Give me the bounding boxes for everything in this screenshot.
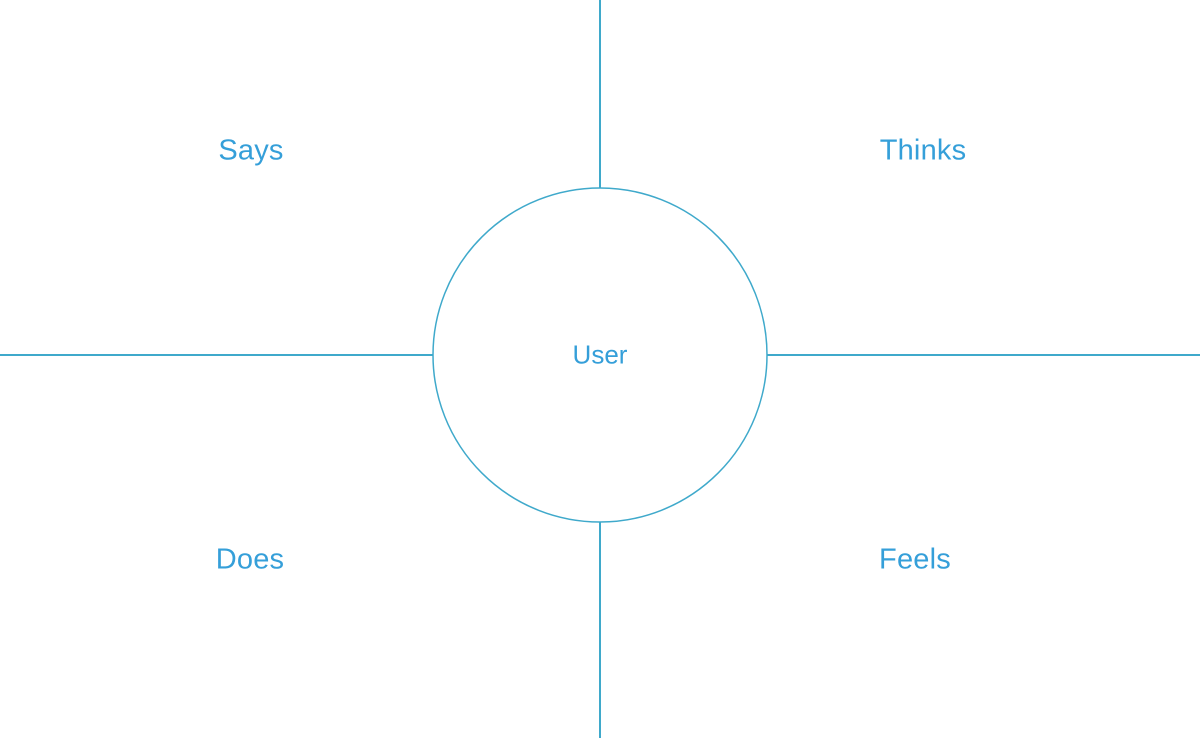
center-circle-label: User: [572, 339, 628, 370]
quadrant-label-feels: Feels: [879, 543, 951, 576]
quadrant-label-says: Says: [218, 134, 284, 167]
quadrant-label-does: Does: [215, 543, 285, 576]
quadrant-label-thinks: Thinks: [879, 134, 967, 167]
center-circle: [432, 187, 768, 523]
